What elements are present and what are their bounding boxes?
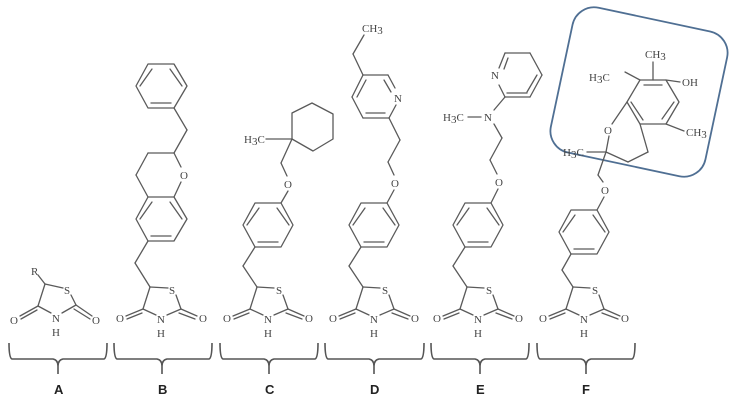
carbonyl-oxygen: O <box>539 313 547 325</box>
bracket-f: F <box>536 342 636 397</box>
carbonyl-oxygen: O <box>329 313 337 325</box>
ring-oxygen: O <box>180 170 188 182</box>
nitrogen-atom: N <box>474 314 482 326</box>
compound-f: CH3 H3C OH CH3 O H3C O S <box>539 6 729 340</box>
sulfur-atom: S <box>486 285 492 297</box>
compound-a: R S N H O O <box>10 266 100 339</box>
bracket-c: C <box>219 342 319 397</box>
methyl-label: CH3 <box>686 127 707 141</box>
carbonyl-oxygen: O <box>515 313 523 325</box>
carbonyl-oxygen: O <box>305 313 313 325</box>
ether-oxygen: O <box>391 178 399 190</box>
hydrogen-atom: H <box>264 328 272 340</box>
compound-b: O S N H O O <box>116 63 207 340</box>
carbonyl-oxygen: O <box>621 313 629 325</box>
sulfur-atom: S <box>592 285 598 297</box>
ethyl-ch3-label: CH3 <box>362 23 383 37</box>
pyridine-nitrogen: N <box>394 93 402 105</box>
methyl-label: CH3 <box>645 49 666 63</box>
methyl-label: H3C <box>563 147 584 161</box>
methyl-label: H3C <box>443 112 464 126</box>
carbonyl-oxygen: O <box>223 313 231 325</box>
nitrogen-atom: N <box>264 314 272 326</box>
compound-e: N H3C N O S N H O O <box>433 52 543 340</box>
carbonyl-oxygen: O <box>411 313 419 325</box>
compound-d: CH3 N O S N H O <box>329 23 419 340</box>
compound-label-e: E <box>476 382 485 397</box>
compound-c: H3C O S N H O O <box>223 102 334 340</box>
sulfur-atom: S <box>64 285 70 297</box>
carbonyl-oxygen: O <box>199 313 207 325</box>
amine-nitrogen: N <box>484 112 492 124</box>
carbonyl-oxygen: O <box>433 313 441 325</box>
sulfur-atom: S <box>382 285 388 297</box>
compound-label-a: A <box>54 382 64 397</box>
bracket-b: B <box>113 342 213 397</box>
hydrogen-atom: H <box>580 328 588 340</box>
nitrogen-atom: N <box>52 313 60 325</box>
nitrogen-atom: N <box>370 314 378 326</box>
bracket-d: D <box>324 342 425 397</box>
nitrogen-atom: N <box>580 314 588 326</box>
methyl-label: H3C <box>589 72 610 86</box>
sulfur-atom: S <box>276 285 282 297</box>
carbonyl-oxygen: O <box>92 315 100 327</box>
compound-label-c: C <box>265 382 275 397</box>
bracket-e: E <box>430 342 530 397</box>
hydrogen-atom: H <box>52 327 60 339</box>
sulfur-atom: S <box>169 285 175 297</box>
hydroxyl-label: OH <box>682 77 698 89</box>
hydrogen-atom: H <box>474 328 482 340</box>
compound-label-f: F <box>582 382 590 397</box>
carbonyl-oxygen: O <box>10 315 18 327</box>
highlight-box <box>549 6 729 178</box>
nitrogen-atom: N <box>157 314 165 326</box>
hydrogen-atom: H <box>157 328 165 340</box>
ring-oxygen: O <box>604 125 612 137</box>
ether-oxygen: O <box>495 177 503 189</box>
compound-label-b: B <box>158 382 167 397</box>
ether-oxygen: O <box>284 179 292 191</box>
methyl-label: H3C <box>244 134 265 148</box>
carbonyl-oxygen: O <box>116 313 124 325</box>
pyridine-nitrogen: N <box>491 70 499 82</box>
bracket-a: A <box>8 342 108 397</box>
r-substituent: R <box>31 266 39 278</box>
ether-oxygen: O <box>601 185 609 197</box>
compound-label-d: D <box>370 382 379 397</box>
hydrogen-atom: H <box>370 328 378 340</box>
